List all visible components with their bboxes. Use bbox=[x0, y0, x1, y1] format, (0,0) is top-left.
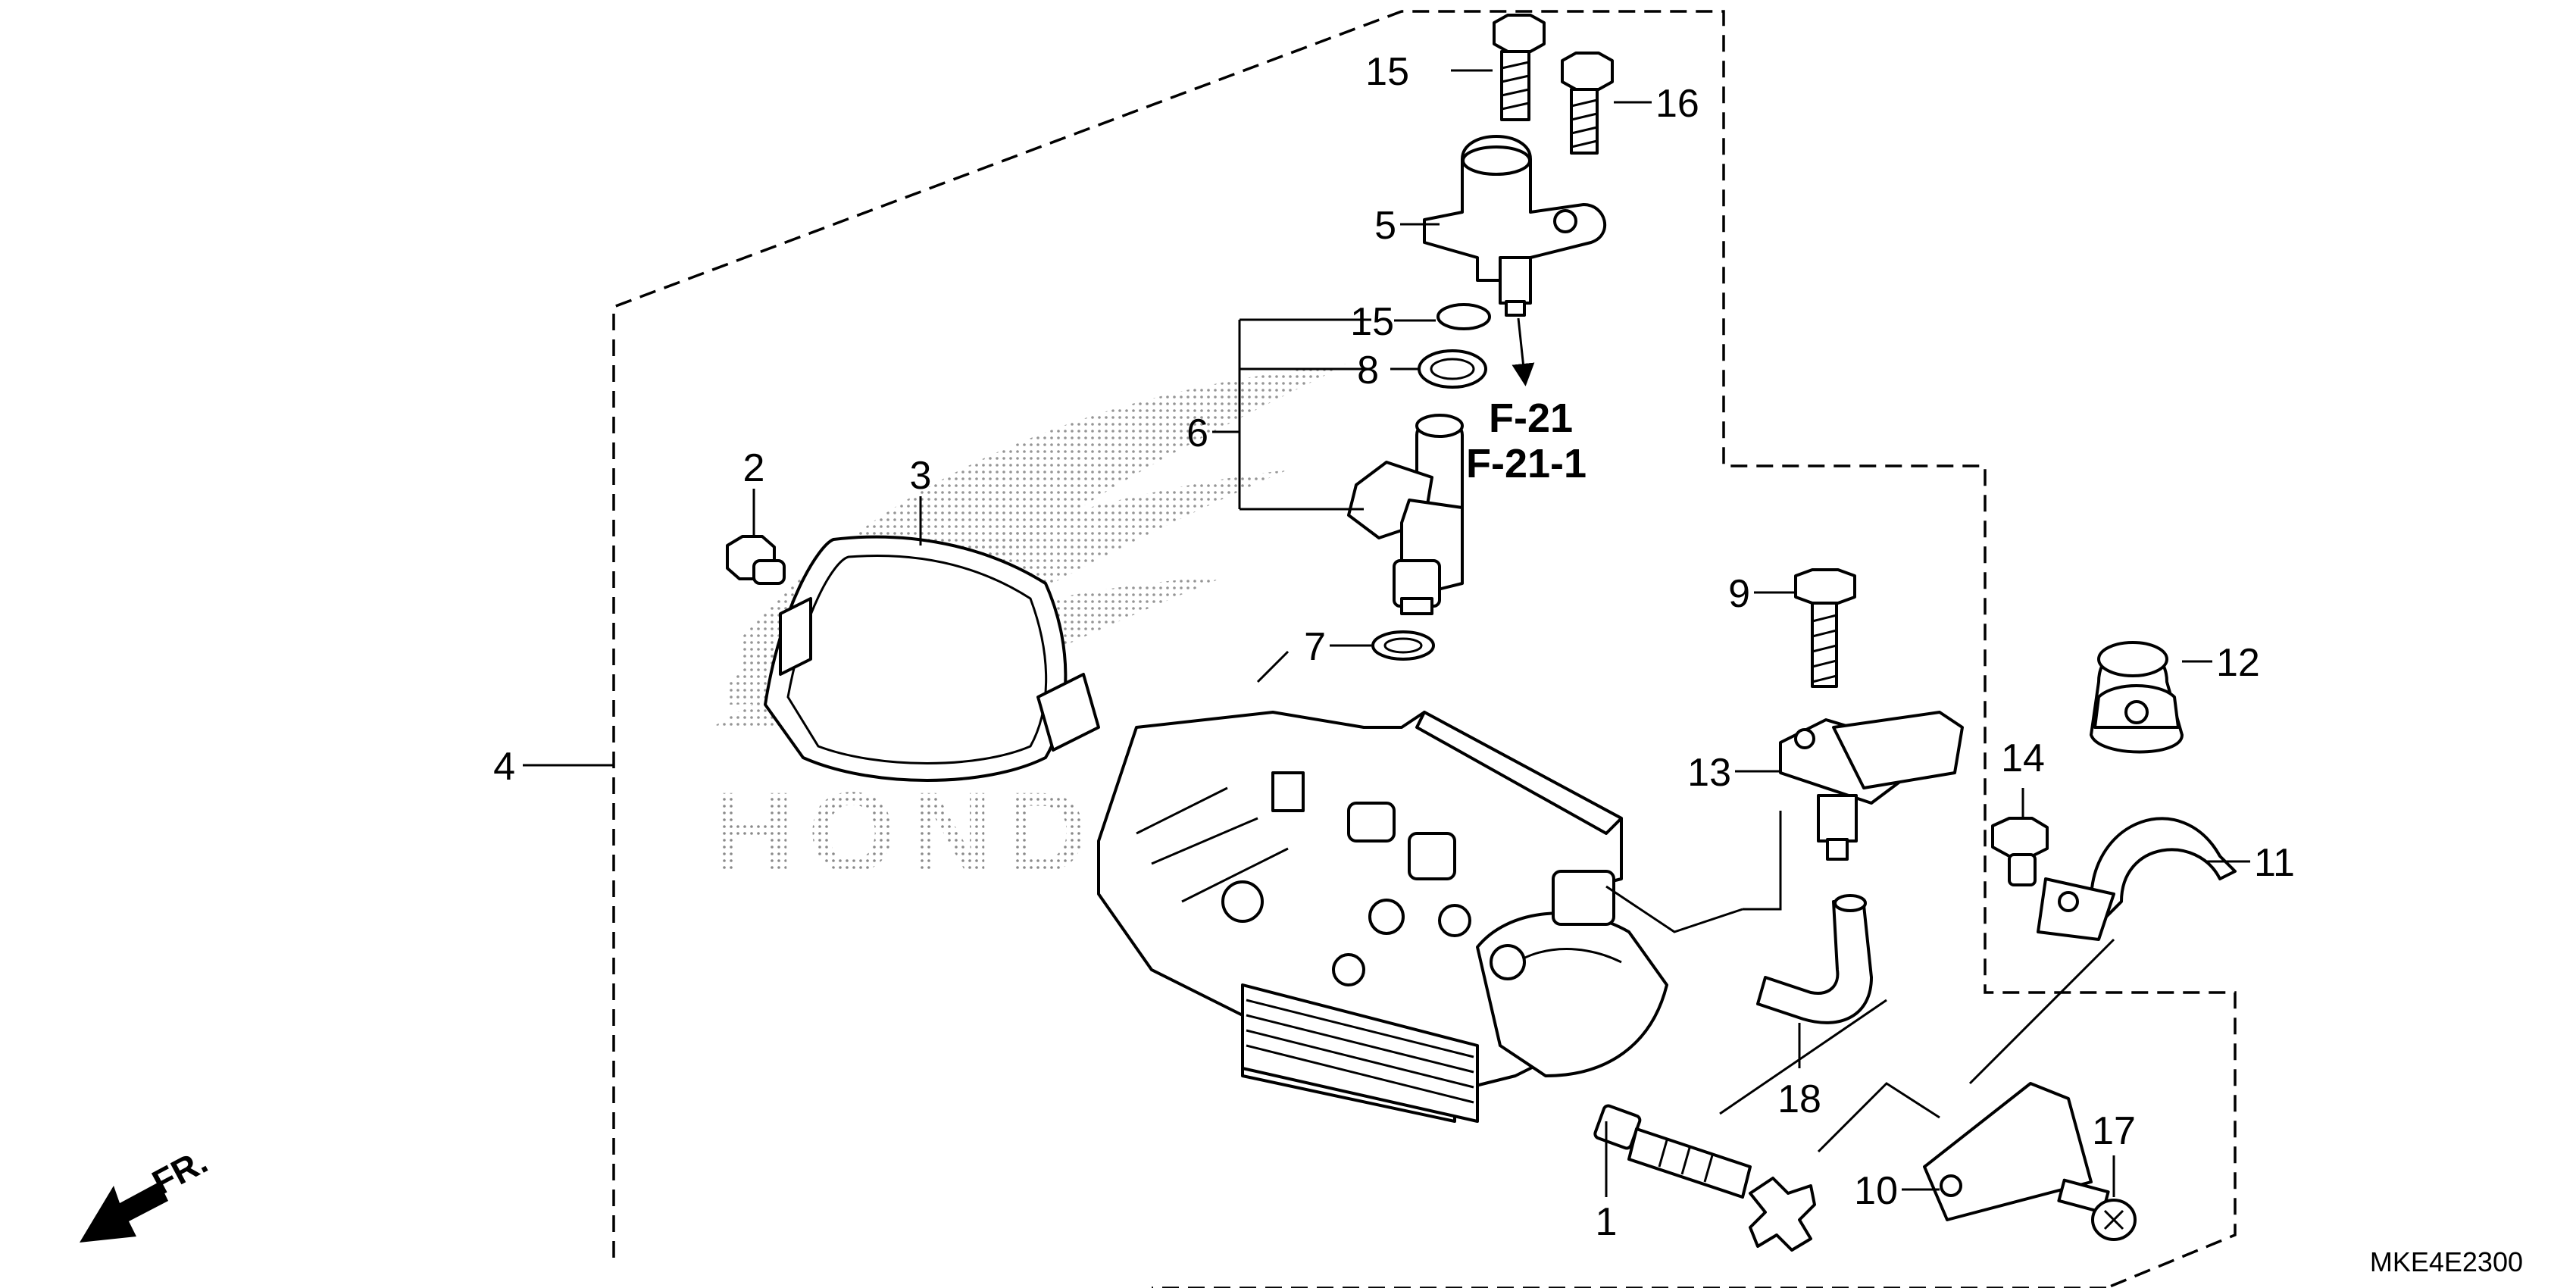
sensor-13 bbox=[1779, 711, 1964, 861]
callout-2: 2 bbox=[743, 446, 765, 490]
callout-7: 7 bbox=[1304, 625, 1326, 669]
callout-labels: 15 16 5 15 8 6 7 2 3 4 9 13 12 14 11 18 … bbox=[493, 50, 2295, 1244]
callout-16-right: 16 bbox=[1655, 82, 1699, 126]
front-direction-indicator: FR. bbox=[80, 1141, 214, 1243]
screw-17 bbox=[2057, 1178, 2137, 1241]
callout-10: 10 bbox=[1854, 1169, 1898, 1213]
bolt-14 bbox=[1991, 817, 2049, 886]
callout-15: 15 bbox=[1350, 300, 1394, 344]
o-ring-15 bbox=[1436, 303, 1491, 330]
callout-9: 9 bbox=[1728, 572, 1750, 616]
hose-18 bbox=[1756, 894, 1873, 1024]
callout-1: 1 bbox=[1596, 1200, 1618, 1244]
callout-11: 11 bbox=[2254, 841, 2295, 885]
callout-3: 3 bbox=[910, 454, 932, 498]
bolt-16-right bbox=[1561, 52, 1614, 155]
callout-14: 14 bbox=[2001, 736, 2045, 780]
leader-lines bbox=[523, 69, 2250, 1197]
fuel-injector-6 bbox=[1347, 414, 1464, 615]
reference-f-21: F-21 bbox=[1489, 395, 1573, 441]
cover-3 bbox=[764, 535, 1100, 782]
callout-16-left: 15 bbox=[1365, 50, 1409, 94]
seal-ring-8 bbox=[1418, 349, 1487, 389]
callout-17: 17 bbox=[2092, 1109, 2136, 1153]
callout-4: 4 bbox=[493, 745, 515, 789]
fuel-joint-5 bbox=[1423, 135, 1606, 317]
bracket-10 bbox=[1923, 1082, 2093, 1221]
assembly-boundary bbox=[612, 10, 2237, 1288]
bolt-9 bbox=[1794, 568, 1856, 688]
idle-screw-1 bbox=[1593, 1104, 1816, 1252]
reference-f-21-1: F-21-1 bbox=[1466, 441, 1587, 486]
bolt-16-left bbox=[1493, 14, 1546, 121]
callout-8: 8 bbox=[1357, 349, 1379, 392]
clamp-11 bbox=[2037, 817, 2237, 941]
callout-5: 5 bbox=[1374, 204, 1396, 248]
throttle-body bbox=[1097, 711, 1668, 1123]
o-ring-7 bbox=[1371, 630, 1435, 661]
front-arrow-icon bbox=[80, 1182, 168, 1243]
diagram-code: MKE4E2300 bbox=[2370, 1246, 2523, 1277]
callout-12: 12 bbox=[2216, 641, 2260, 685]
screw-2 bbox=[726, 535, 786, 585]
rubber-mount-12 bbox=[2090, 641, 2184, 754]
callout-13: 13 bbox=[1687, 751, 1731, 795]
callout-6: 6 bbox=[1186, 411, 1208, 455]
callout-18: 18 bbox=[1777, 1077, 1821, 1121]
